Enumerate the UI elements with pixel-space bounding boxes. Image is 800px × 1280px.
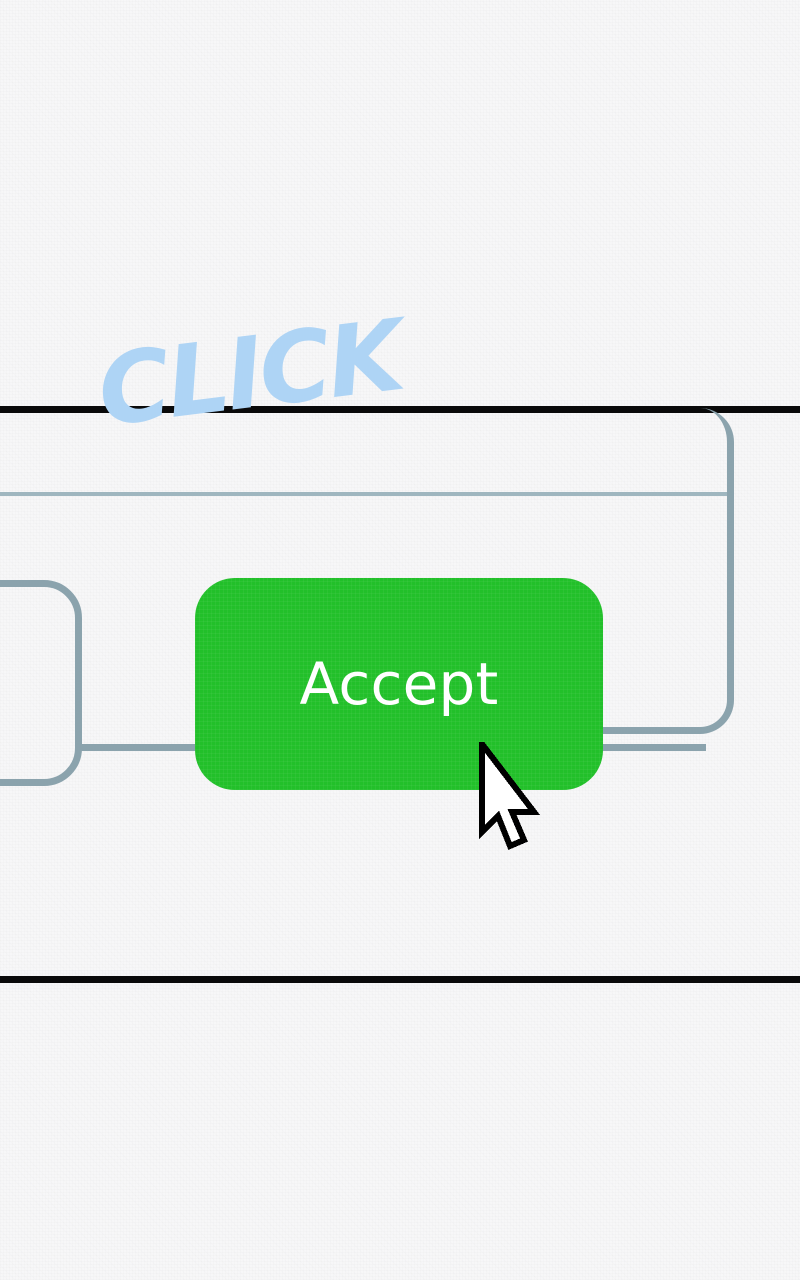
accept-button[interactable]: Accept xyxy=(195,578,603,790)
dialog-content-divider xyxy=(0,492,731,496)
accept-button-label: Accept xyxy=(299,650,499,718)
button-row-connector-left xyxy=(75,744,205,751)
bottom-separator-rule xyxy=(0,976,800,983)
top-separator-rule xyxy=(0,406,800,413)
decline-button[interactable] xyxy=(0,580,82,786)
button-row-connector-right xyxy=(596,744,706,751)
